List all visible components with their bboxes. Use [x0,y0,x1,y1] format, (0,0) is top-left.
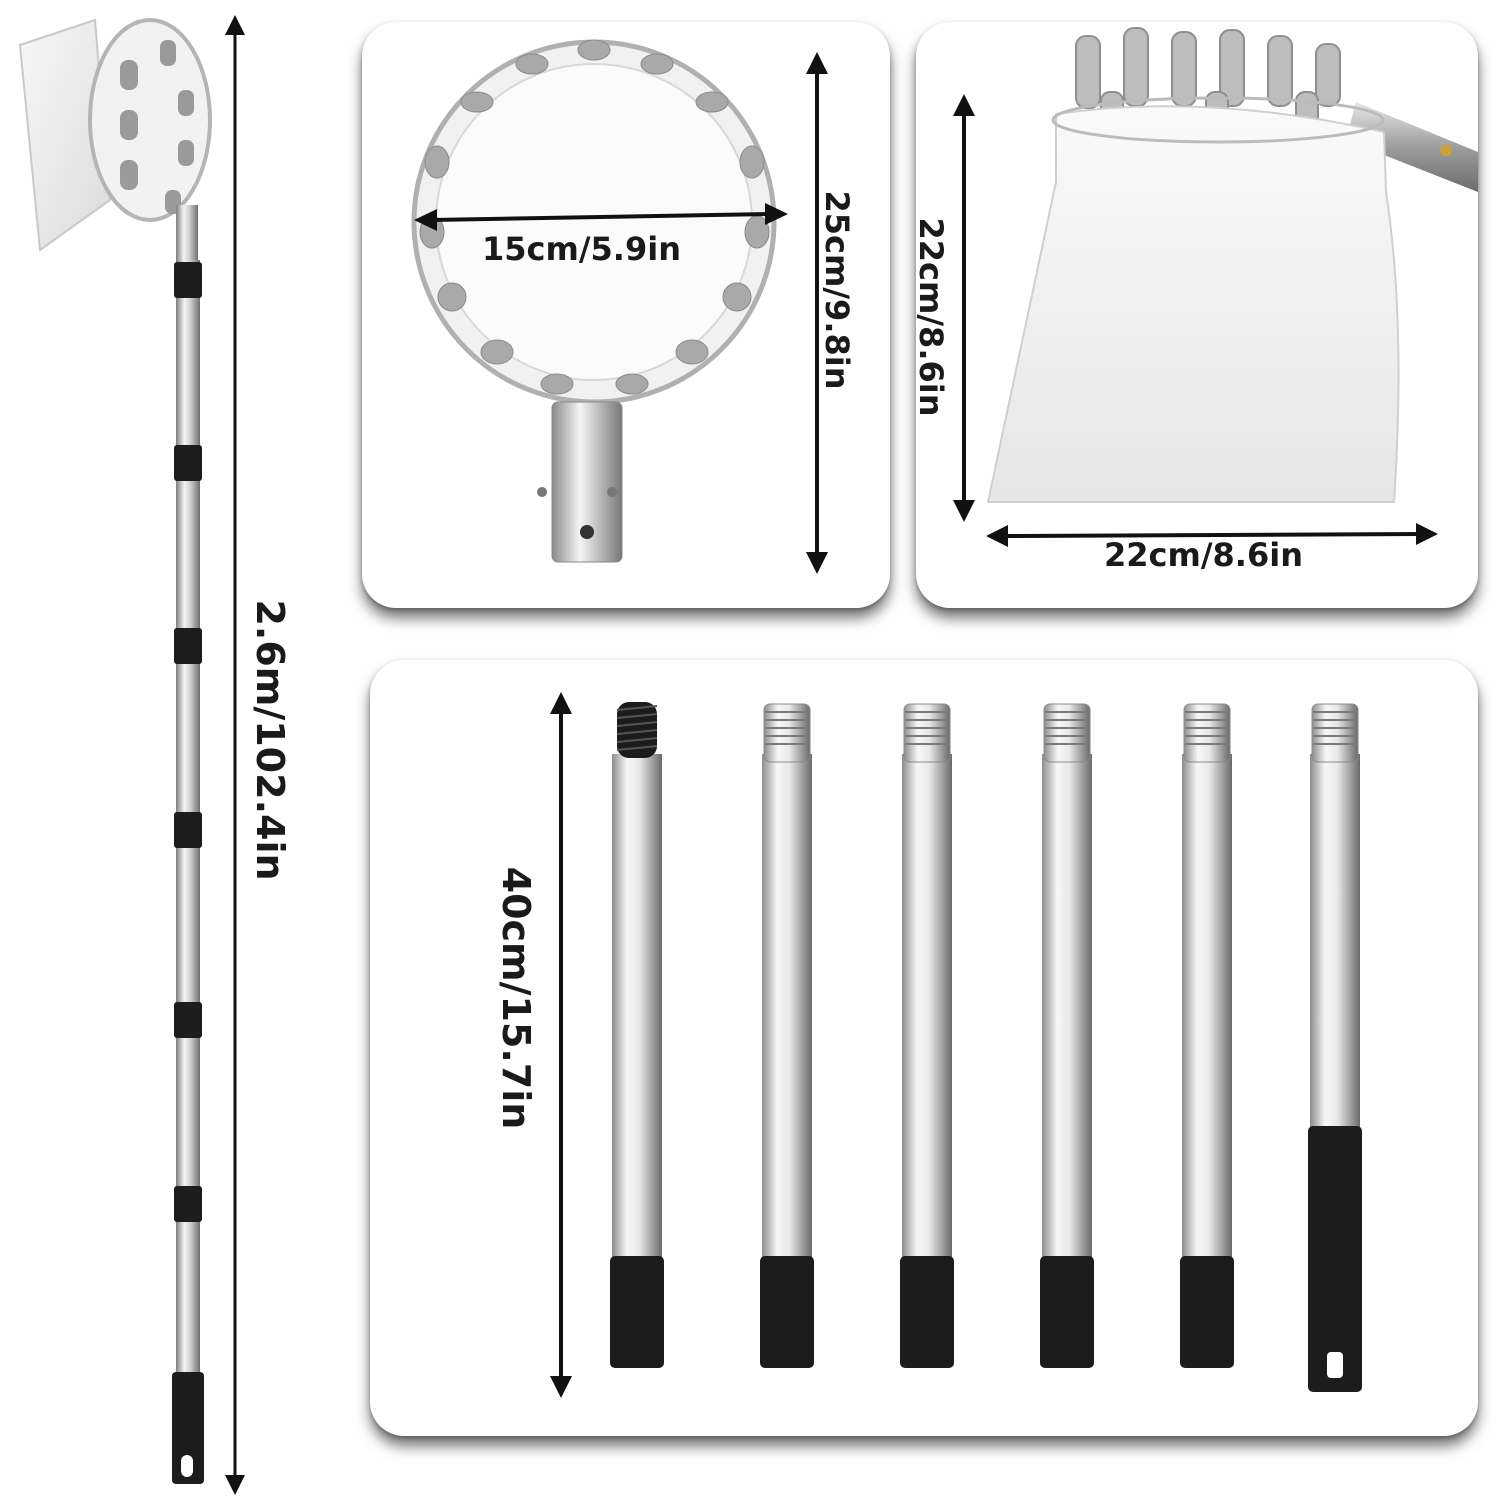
total-length-label: 2.6m/102.4in [248,599,292,881]
pole-section [1308,703,1362,1392]
bag-drawing [953,27,1478,547]
bag-panel: 22cm/8.6in 22cm/8.6in [912,22,1478,608]
section-length-arrow [550,692,572,1398]
assembled-picker [0,0,230,1500]
pole-section [1040,703,1094,1368]
basket-height-label: 25cm/9.8in [818,190,856,390]
sections-panel: 40cm/15.7in [370,660,1478,1436]
mini-bag [18,18,112,252]
pole-section [760,703,814,1368]
mini-basket [88,18,212,222]
total-length-arrow [225,15,245,1495]
bag-body [986,105,1400,503]
basket-drawing [411,39,828,574]
basket-panel: 15cm/5.9in 25cm/9.8in [362,22,890,608]
assembled-picker-drawing [18,18,212,1484]
pole-section [610,702,664,1368]
bag-width-label: 22cm/8.6in [1104,536,1303,574]
pole-sections [370,660,1478,1436]
basket-diameter-label: 15cm/5.9in [482,230,681,268]
bag-height-label: 22cm/8.6in [912,217,950,417]
pole-section [900,703,954,1368]
pole-section [1180,703,1234,1368]
